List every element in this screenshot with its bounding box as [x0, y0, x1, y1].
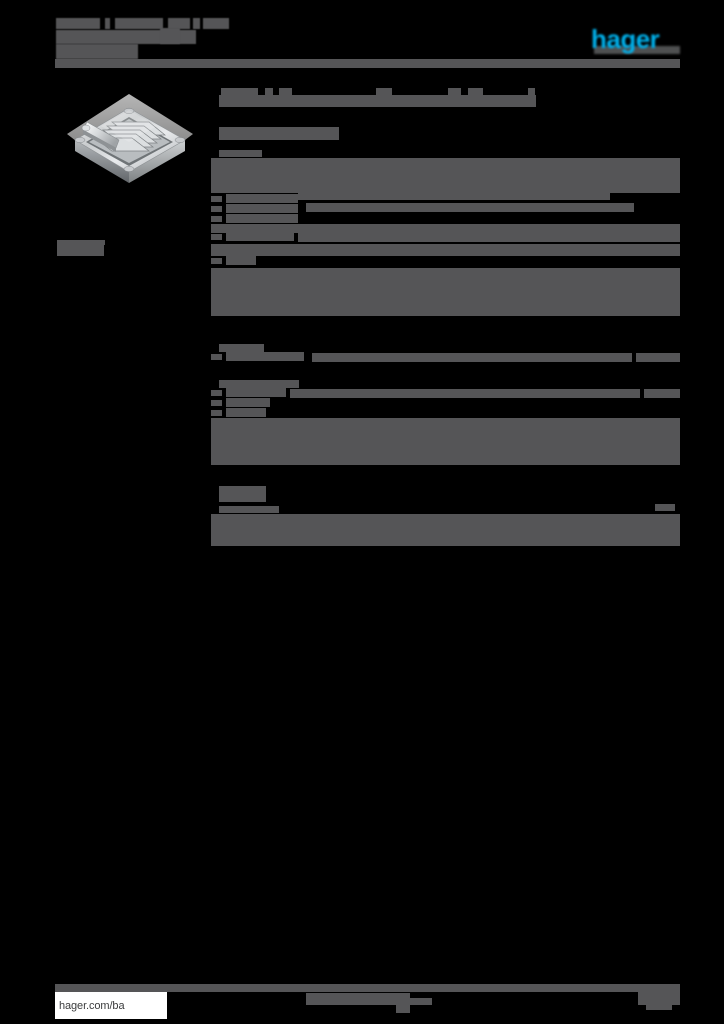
header-divider — [55, 59, 680, 68]
footer-url-box[interactable]: hager.com/ba — [55, 992, 167, 1019]
product-image — [67, 94, 193, 183]
hager-logo: hager — [591, 24, 660, 54]
page-header: hager — [0, 0, 724, 72]
page-footer: hager.com/ba — [0, 974, 724, 1024]
footer-divider — [55, 984, 680, 992]
logo-shadow — [594, 46, 680, 54]
product-figure — [57, 88, 202, 196]
footer-url-text: hager.com/ba — [59, 999, 125, 1012]
